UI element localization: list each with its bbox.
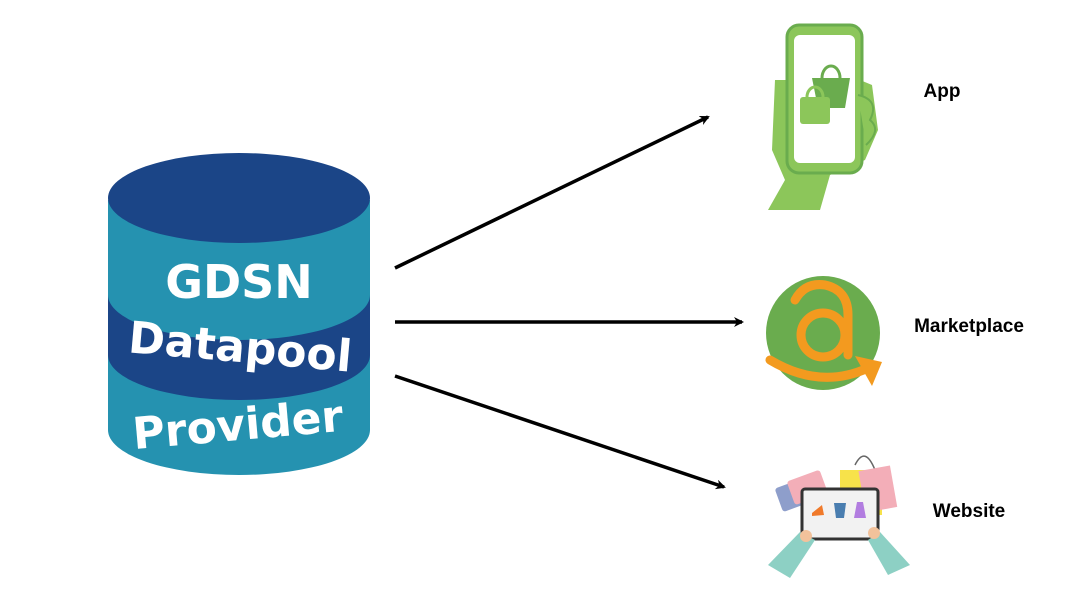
cylinder-body xyxy=(108,200,370,475)
cylinder-middle-band xyxy=(108,295,370,400)
cylinder-top xyxy=(108,153,370,243)
smartphone-shopping-icon xyxy=(768,23,878,210)
marketplace-a-logo-icon xyxy=(765,276,882,390)
arrow-to-website xyxy=(394,374,726,490)
source-line-1: GDSN xyxy=(165,255,313,309)
target-label-app: App xyxy=(923,81,961,102)
database-cylinder: GDSN Datapool Provider xyxy=(108,153,370,475)
tablet-shopping-website-icon xyxy=(768,455,910,578)
arrow-to-app xyxy=(394,115,710,270)
target-label-website: Website xyxy=(932,501,1006,522)
target-label-marketplace: Marketplace xyxy=(914,316,1024,337)
